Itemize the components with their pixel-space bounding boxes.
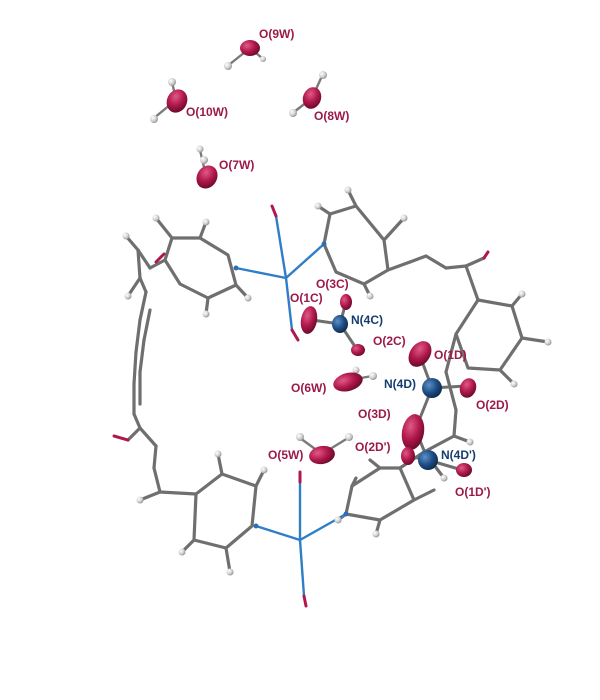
- oxygen-atom-o3c: [340, 294, 352, 310]
- oxygen-atom-o9w: [240, 40, 260, 56]
- nitrogen-atom-n4dp: [418, 450, 438, 470]
- label-n4dp: N(4D'): [441, 448, 476, 462]
- carbon-framework: [124, 188, 550, 574]
- label-o3d: O(3D): [358, 407, 391, 421]
- oxygen-atom-o7w: [196, 165, 218, 189]
- water-o9w: [224, 40, 266, 70]
- nitrogen-atom-n4c: [332, 315, 348, 333]
- axial-donor-stubs: [112, 204, 490, 608]
- oxygen-atom-o1dp: [456, 463, 472, 477]
- oxygen-atom-o10w: [166, 89, 188, 113]
- water-o5w: [296, 433, 353, 465]
- label-o9w: O(9W): [259, 27, 295, 41]
- water-o6w: [333, 366, 377, 392]
- label-o2d: O(2D): [476, 398, 509, 412]
- oxygen-atom-o5w: [309, 445, 335, 465]
- label-o1c: O(1C): [290, 291, 323, 305]
- water-o8w: [289, 71, 327, 117]
- copper-bonds: [234, 214, 348, 598]
- label-o1dp: O(1D'): [455, 485, 491, 499]
- label-o1d: O(1D): [434, 348, 467, 362]
- label-o8w: O(8W): [314, 109, 350, 123]
- oxygen-atom-o1c: [300, 306, 318, 334]
- label-o2c: O(2C): [373, 334, 406, 348]
- label-o3c: O(3C): [316, 277, 349, 291]
- oxygen-atom-o3d: [401, 414, 425, 450]
- oxygen-atom-o2dp: [401, 447, 415, 465]
- water-o10w: [150, 78, 188, 123]
- oxygen-atom-o2c: [351, 344, 365, 356]
- oxygen-atom-o2d: [459, 378, 477, 398]
- oxygen-atom-o8w: [302, 87, 322, 109]
- label-n4c: N(4C): [351, 313, 383, 327]
- ring-nitrogen-markers: [233, 241, 349, 529]
- label-o6w: O(6W): [291, 381, 327, 395]
- label-o5w: O(5W): [268, 448, 304, 462]
- label-o7w: O(7W): [219, 158, 255, 172]
- label-n4d: N(4D): [384, 377, 416, 391]
- label-o2dp: O(2D'): [355, 440, 391, 454]
- hydrogen-atoms: [122, 186, 552, 576]
- label-o10w: O(10W): [186, 105, 228, 119]
- water-o7w: [196, 145, 218, 189]
- oxygen-atom-o6w: [333, 372, 363, 392]
- nitrogen-atom-n4d: [422, 378, 442, 398]
- oxygen-atom-o1d: [408, 341, 432, 367]
